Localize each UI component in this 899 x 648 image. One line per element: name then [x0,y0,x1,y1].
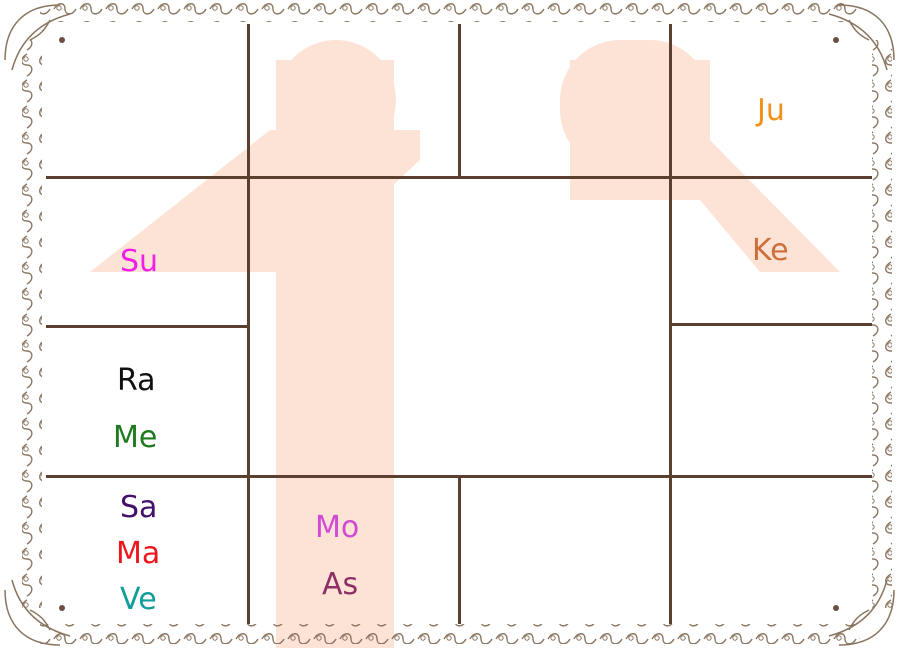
planet-label-su: Su [120,247,158,277]
planet-label-ve: Ve [120,585,157,615]
planet-label-ra: Ra [117,366,156,396]
grid-line-left-middle [46,325,248,328]
planet-label-mo: Mo [315,513,359,543]
grid-line-vertical-2-bottom [458,476,461,624]
planet-label-ma: Ma [116,539,160,569]
planet-label-ju: Ju [757,96,785,126]
grid-line-vertical-1 [247,24,250,624]
planet-label-ke: Ke [752,236,789,266]
planet-label-me: Me [113,423,157,453]
grid-line-vertical-2-top [458,24,461,178]
planet-label-sa: Sa [120,493,157,523]
planet-label-as: As [322,570,358,600]
grid-line-right-middle [670,323,872,326]
grid-line-vertical-3 [669,24,672,624]
